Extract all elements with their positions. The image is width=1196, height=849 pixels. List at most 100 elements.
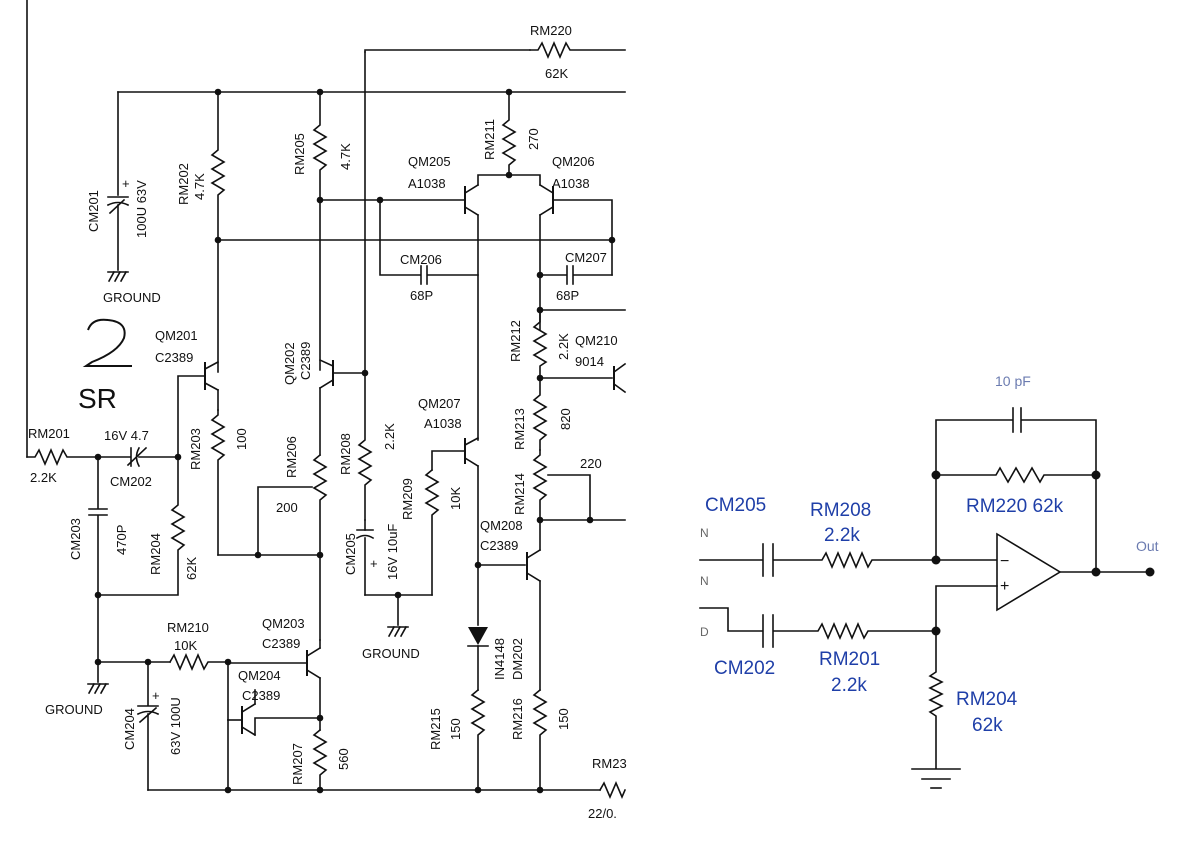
rm214-wiper <box>547 474 591 521</box>
rm202-resistor <box>210 91 226 373</box>
output-label: Out <box>1136 538 1159 554</box>
qm207-type: A1038 <box>424 416 462 431</box>
rm215-resistor <box>470 688 486 791</box>
diode-in4148 <box>468 627 488 645</box>
cm203-label: CM203 <box>68 518 83 560</box>
qm203-collector <box>305 646 322 658</box>
rm201-label: RM201 <box>28 426 70 441</box>
dm202-label: DM202 <box>510 638 525 680</box>
junction <box>474 786 482 794</box>
qm201-label: QM201 <box>155 328 198 343</box>
rm204-simple-resistor <box>928 630 944 769</box>
ground-hatch <box>399 625 408 638</box>
rm203-label: RM203 <box>188 428 203 470</box>
qm201-type: C2389 <box>155 350 193 365</box>
ground-hatch <box>387 625 396 638</box>
rm220-resistor <box>529 40 626 60</box>
qm206-label: QM206 <box>552 154 595 169</box>
rm211-label: RM211 <box>482 119 497 160</box>
rm207-label: RM207 <box>290 743 305 785</box>
rm208-simple-label: RM208 <box>810 500 871 521</box>
rm209-resistor <box>424 468 440 596</box>
op-amp-plus: + <box>1000 578 1009 595</box>
rm209-value: 10K <box>448 487 463 510</box>
op-amp <box>996 532 1062 612</box>
fb-cap-label: 10 pF <box>995 373 1031 389</box>
right-schematic: 10 pF RM220 62k CM205 RM208 2.2k N − + O… <box>699 373 1159 789</box>
cm204-plus: + <box>152 688 160 703</box>
rm212-value: 2.2K <box>556 333 571 360</box>
qm203-base-wire <box>227 662 308 721</box>
junction <box>536 786 544 794</box>
cm204-plate-curved <box>136 710 160 716</box>
rm202-value: 4.7K <box>192 173 207 200</box>
rm206-label: RM206 <box>284 436 299 478</box>
ground-hatch <box>119 270 128 283</box>
rm210-resistor <box>168 652 229 672</box>
qm204-label: QM204 <box>238 668 281 683</box>
ground-label-2: GROUND <box>362 646 420 661</box>
input-n2-label: N <box>700 574 709 588</box>
rm201-simple-resistor <box>773 621 937 641</box>
qm204-emitter-wire <box>254 717 321 736</box>
rm214-label: RM214 <box>512 473 527 515</box>
qm210-lead <box>612 362 627 374</box>
rm206-wiper <box>257 486 313 556</box>
cm205-label: CM205 <box>343 533 358 575</box>
rm208-label: RM208 <box>338 433 353 475</box>
rm204-label: RM204 <box>148 533 163 575</box>
cm201-arrow <box>108 198 126 215</box>
rm211-resistor <box>501 91 517 176</box>
input-n-label: N <box>700 526 709 540</box>
handwritten-two <box>82 318 132 367</box>
rm207-resistor <box>312 728 328 791</box>
junction <box>316 786 324 794</box>
cm207-value: 68P <box>556 288 579 303</box>
cm201-plus: + <box>122 176 130 191</box>
rm211-value: 270 <box>526 128 541 150</box>
qm207-collector <box>463 456 480 468</box>
left-schematic: RM201 2.2K RM220 62K + CM201 100U 63V GR… <box>26 0 627 821</box>
qm202-emitter <box>318 378 335 390</box>
rm215-value: 150 <box>448 718 463 740</box>
qm206-collector <box>538 205 555 217</box>
rm201-simple-value: 2.2k <box>831 675 867 696</box>
rm213-value: 820 <box>558 408 573 430</box>
rm201-simple-label: RM201 <box>819 649 880 670</box>
qm210-label: QM210 <box>575 333 618 348</box>
rm208-value: 2.2K <box>382 423 397 450</box>
qm207-label: QM207 <box>418 396 461 411</box>
rm203-value: 100 <box>234 428 249 450</box>
qm208-emitter <box>525 571 542 583</box>
qm204-collector <box>240 702 257 714</box>
cm202-voltage: 16V 4.7 <box>104 428 149 443</box>
op-amp-minus: − <box>1000 553 1009 570</box>
rm201-value: 2.2K <box>30 470 57 485</box>
rm215-label: RM215 <box>428 708 443 750</box>
cm206-wire <box>379 199 421 276</box>
qm201-collector <box>203 360 220 371</box>
rm206-potentiometer <box>312 453 328 556</box>
rm23-label: RM23 <box>592 756 627 771</box>
qm207-base-wire <box>431 450 466 471</box>
emitter-tie <box>477 174 541 186</box>
rm216-label: RM216 <box>510 698 525 740</box>
ground-label-3: GROUND <box>45 702 103 717</box>
rm209-label: RM209 <box>400 478 415 520</box>
cm203-value: 470P <box>114 525 129 555</box>
cm202-arrow <box>126 446 148 467</box>
cm205-plus: + <box>370 556 378 571</box>
rm216-resistor <box>532 688 548 791</box>
qm206-type: A1038 <box>552 176 590 191</box>
qm202-collector <box>318 358 335 368</box>
qm201-emitter <box>203 381 220 392</box>
ground-hatch <box>93 682 102 695</box>
qm204-type: C2389 <box>242 688 280 703</box>
rm210-value: 10K <box>174 638 197 653</box>
cm201-value: 100U 63V <box>134 180 149 238</box>
cm204-value: 63V 100U <box>168 697 183 755</box>
ground-hatch <box>107 270 116 283</box>
rm212-resistor <box>532 309 548 379</box>
